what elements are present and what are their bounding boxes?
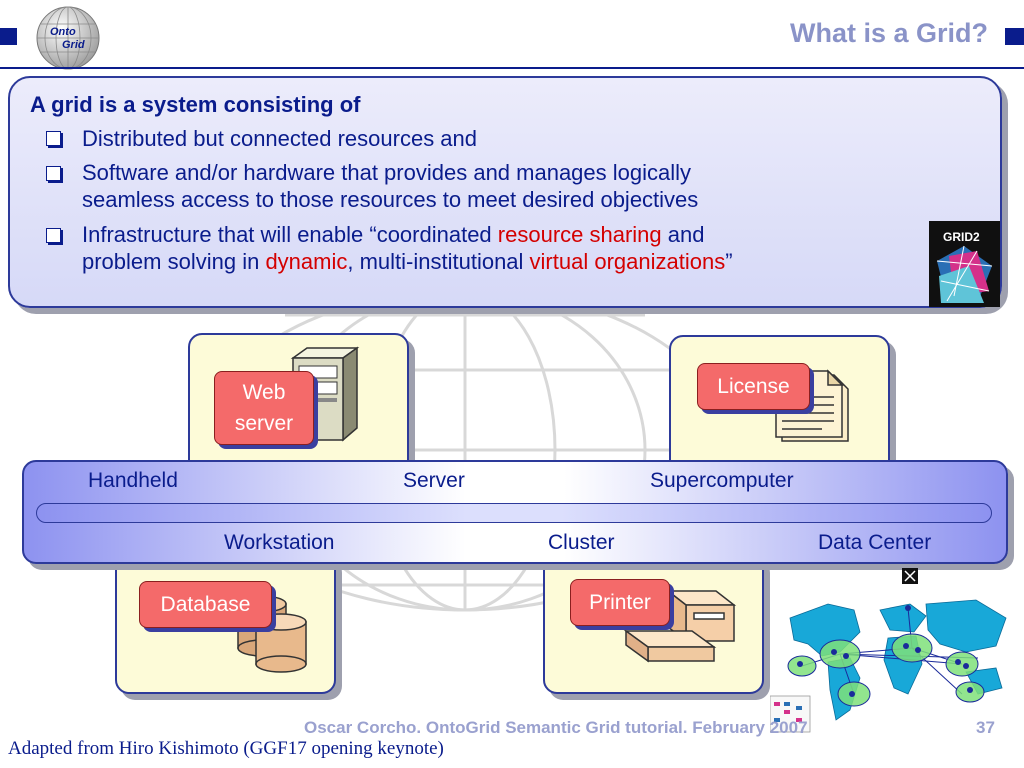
text-segment: ” <box>725 249 733 274</box>
web-server-tag-line2: server <box>234 412 294 435</box>
logo-text-grid: Grid <box>62 39 85 51</box>
bullet-checkbox-icon <box>46 228 61 243</box>
source-credit: Adapted from Hiro Kishimoto (GGF17 openi… <box>8 738 444 759</box>
bullet-software-line1: Software and/or hardware that provides a… <box>82 160 692 185</box>
printer-tag: Printer <box>570 579 670 626</box>
header-left-square <box>0 28 17 45</box>
band-label-cluster: Cluster <box>548 531 615 554</box>
text-segment: and <box>661 222 705 247</box>
slide-title: What is a Grid? <box>789 18 988 48</box>
text-segment: Infrastructure that will enable “coordin… <box>82 222 498 247</box>
bullet-infrastructure-line2: problem solving in dynamic, multi-instit… <box>82 248 733 275</box>
highlight-virtual-organizations: virtual organizations <box>529 249 726 274</box>
band-label-server: Server <box>403 469 465 492</box>
world-network-map-illustration <box>770 568 1007 733</box>
footer-presenter-text: Oscar Corcho. OntoGrid Semantic Grid tut… <box>304 718 808 737</box>
grid-middleware-bar <box>36 503 992 523</box>
database-tag: Database <box>139 581 272 628</box>
definition-panel <box>8 76 1002 308</box>
grid2-book-cover-image: GRID2 <box>929 221 1000 307</box>
highlight-dynamic: dynamic <box>265 249 348 274</box>
header-divider <box>0 67 1024 69</box>
web-server-tag-line1: Web <box>242 381 286 404</box>
definition-heading: A grid is a system consisting of <box>30 92 361 117</box>
bullet-checkbox-icon <box>46 166 61 181</box>
bullet-software-line2: seamless access to those resources to me… <box>82 187 699 212</box>
printer-icon <box>623 589 737 663</box>
text-segment: , multi-institutional <box>347 249 530 274</box>
band-label-supercomputer: Supercomputer <box>650 469 794 492</box>
bullet-infrastructure-line1: Infrastructure that will enable “coordin… <box>82 221 704 248</box>
book-title: GRID2 <box>943 230 980 244</box>
bullet-checkbox-icon <box>46 131 61 146</box>
license-tag: License <box>697 363 810 410</box>
header-right-square <box>1005 28 1024 45</box>
band-label-data-center: Data Center <box>818 531 932 554</box>
text-segment: problem solving in <box>82 249 266 274</box>
highlight-resource-sharing: resource sharing <box>497 222 662 247</box>
page-number: 37 <box>976 718 995 737</box>
band-label-workstation: Workstation <box>224 531 335 554</box>
web-server-tag: Web server <box>214 371 314 445</box>
bullet-distributed-resources: Distributed but connected resources and <box>82 126 478 151</box>
logo-text-onto: Onto <box>50 26 76 38</box>
ontogrid-logo: Onto Grid <box>36 6 100 70</box>
band-label-handheld: Handheld <box>88 469 178 492</box>
